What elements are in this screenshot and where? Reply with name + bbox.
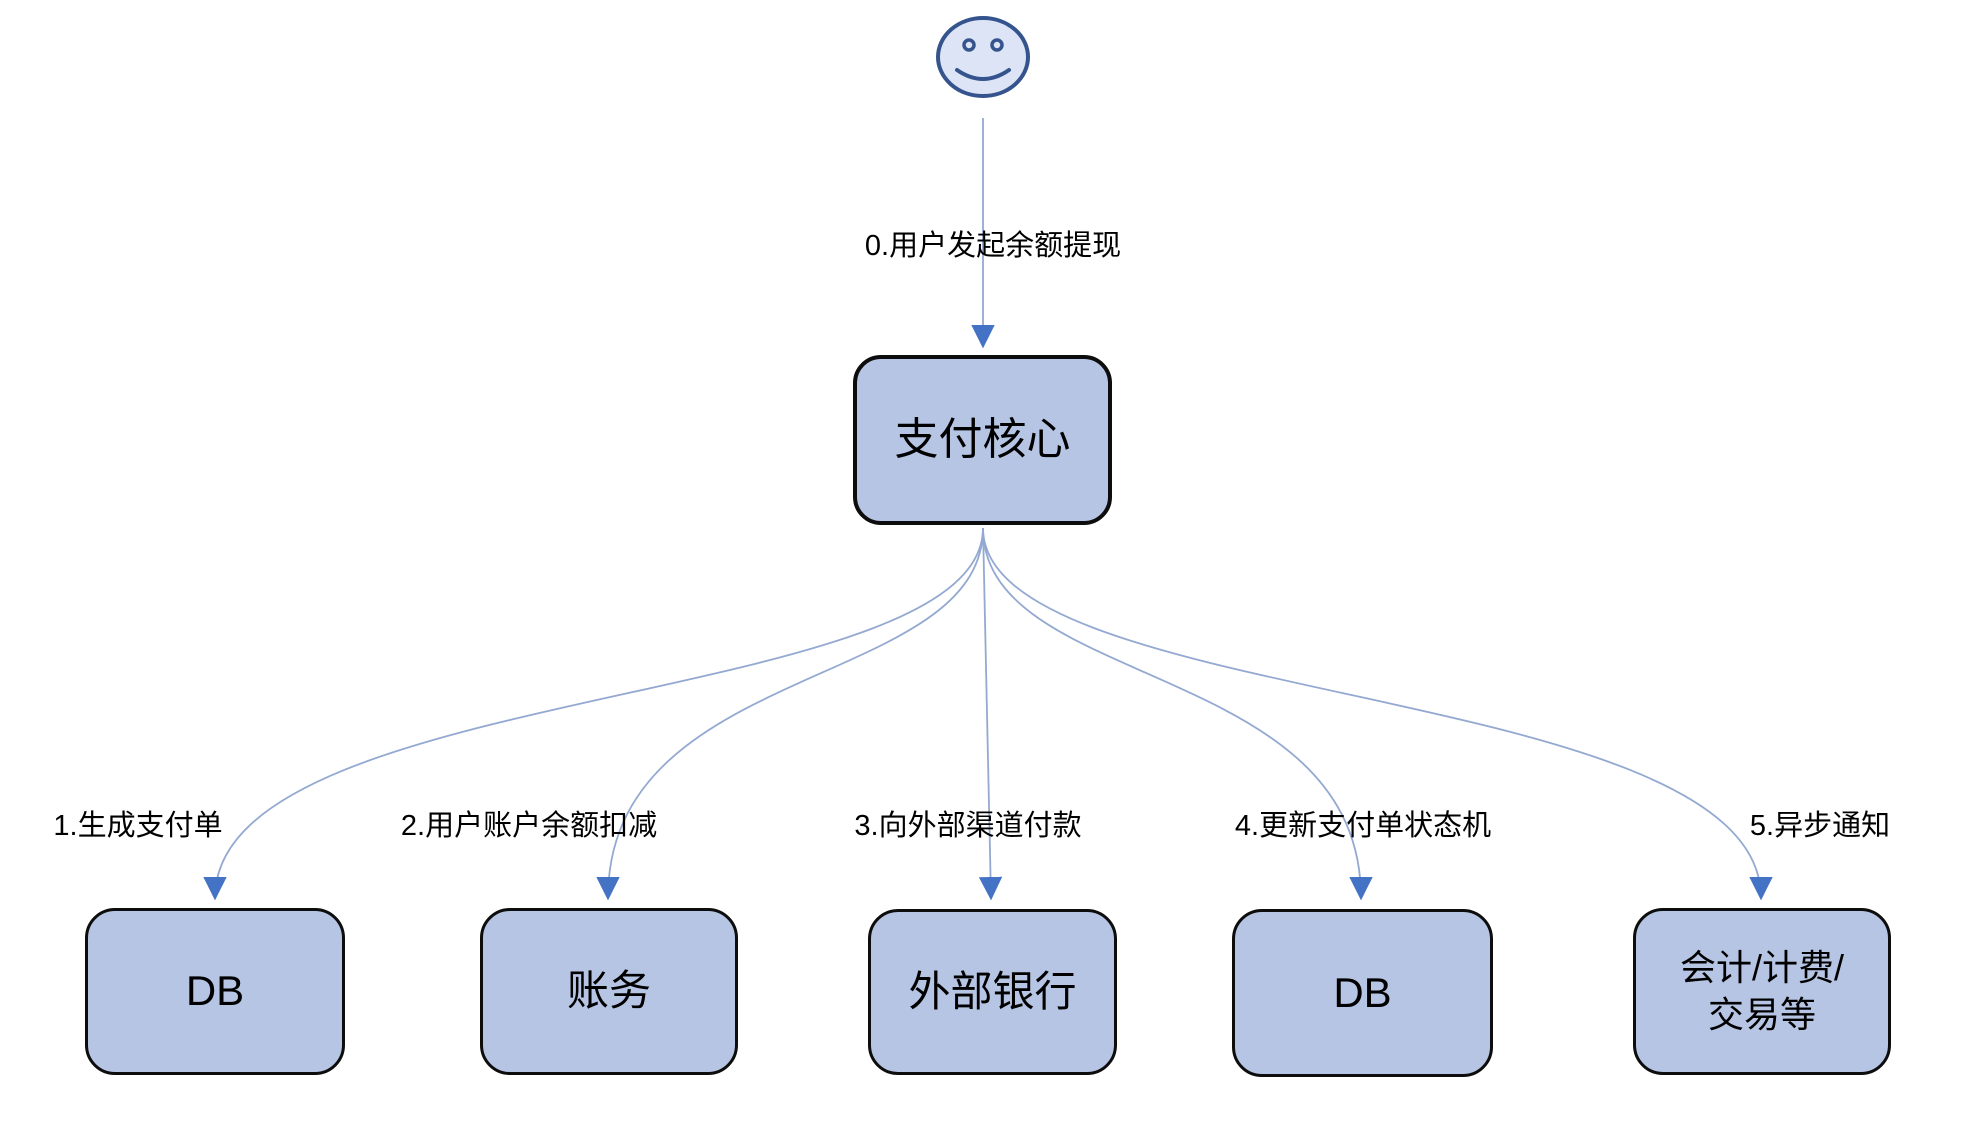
edge-3-label: 3.向外部渠道付款 [854,810,1082,842]
node-payment-core: 支付核心 [853,355,1112,525]
edge-2-connector [596,527,984,901]
node-ledger-label: 账务 [566,967,651,1015]
node-accounting-billing-trade: 会计/计费/ 交易等 [1633,908,1891,1075]
node-ledger: 账务 [480,908,738,1075]
edge-1-label: 1.生成支付单 [53,810,223,842]
node-db-2: DB [1232,909,1493,1077]
smiley-mouth [955,68,1011,81]
edge-4-label: 4.更新支付单状态机 [1234,810,1492,842]
edge-5-label: 5.异步通知 [1749,810,1891,842]
edge-3-connector [978,527,1003,901]
edge-0-label: 0.用户发起余额提现 [864,230,1122,262]
edge-4-connector [982,527,1373,901]
smiley-face-outline [936,16,1030,98]
smiley-left-eye [962,38,976,52]
node-external-bank-label: 外部银行 [908,967,1077,1015]
node-db-1-label: DB [185,967,245,1015]
user-smiley-icon [936,16,1030,98]
node-payment-core-label: 支付核心 [894,415,1071,465]
node-db-2-label: DB [1333,968,1392,1016]
node-external-bank: 外部银行 [868,909,1117,1075]
smiley-right-eye [990,38,1004,52]
node-accounting-billing-trade-label: 会计/计费/ 交易等 [1679,946,1844,1035]
node-db-1: DB [85,908,345,1075]
edge-2-label: 2.用户账户余额扣减 [400,810,658,842]
edge-5-connector [982,527,1773,901]
edge-1-connector [203,527,984,901]
